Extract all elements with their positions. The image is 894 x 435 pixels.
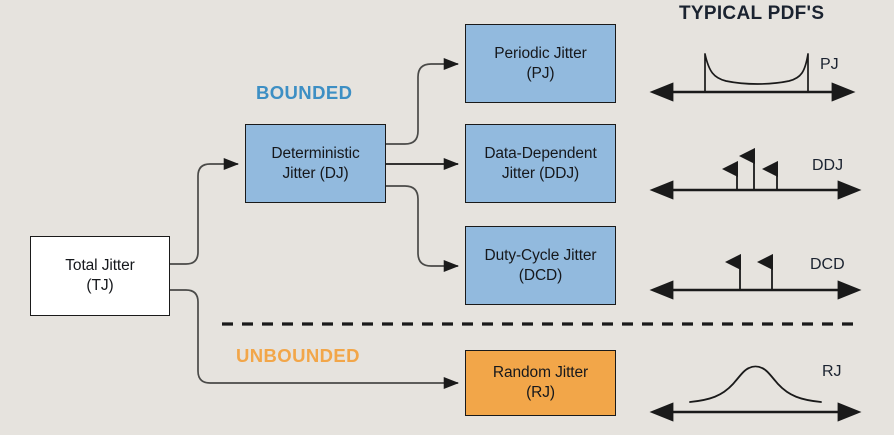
pdf-label-ddj: DDJ (812, 157, 844, 174)
node-data-dependent-jitter-line2: Jitter (DDJ) (501, 164, 580, 182)
connector-tj-to-rj (170, 289, 460, 389)
connector-tj-to-dj (170, 158, 240, 265)
node-deterministic-jitter[interactable]: Deterministic Jitter (DJ) (245, 124, 386, 203)
pdf-plot-pj (649, 53, 856, 102)
connector-dj-to-dcd (386, 185, 460, 272)
pdf-label-dcd: DCD (810, 256, 845, 273)
node-total-jitter-line2: (TJ) (86, 277, 114, 294)
connector-dj-to-pj (386, 58, 460, 145)
node-periodic-jitter[interactable]: Periodic Jitter (PJ) (465, 24, 616, 103)
node-periodic-jitter-line2: (PJ) (526, 64, 555, 82)
node-data-dependent-jitter[interactable]: Data-Dependent Jitter (DDJ) (465, 124, 616, 203)
group-label-unbounded: UNBOUNDED (236, 345, 360, 366)
node-duty-cycle-jitter-line1: Duty-Cycle Jitter (484, 246, 597, 264)
node-deterministic-jitter-line1: Deterministic (271, 144, 360, 162)
node-total-jitter-line1: Total Jitter (65, 257, 135, 275)
rj-curve (689, 365, 822, 403)
node-data-dependent-jitter-line1: Data-Dependent (484, 144, 597, 162)
pdf-column-heading: TYPICAL PDF'S (679, 3, 825, 24)
node-periodic-jitter-line1: Periodic Jitter (494, 44, 587, 62)
pdf-label-pj: PJ (820, 56, 839, 73)
node-total-jitter[interactable]: Total Jitter (TJ) (30, 236, 170, 316)
pj-curve (704, 53, 809, 93)
node-duty-cycle-jitter-line2: (DCD) (518, 266, 563, 284)
node-random-jitter[interactable]: Random Jitter (RJ) (465, 350, 616, 416)
pdf-label-rj: RJ (822, 363, 842, 380)
node-deterministic-jitter-line2: Jitter (DJ) (282, 164, 349, 182)
node-random-jitter-line1: Random Jitter (492, 364, 589, 382)
group-label-bounded: BOUNDED (256, 82, 353, 103)
node-random-jitter-line2: (RJ) (526, 384, 555, 401)
pdf-plot-rj (649, 365, 862, 422)
node-duty-cycle-jitter[interactable]: Duty-Cycle Jitter (DCD) (465, 226, 616, 305)
